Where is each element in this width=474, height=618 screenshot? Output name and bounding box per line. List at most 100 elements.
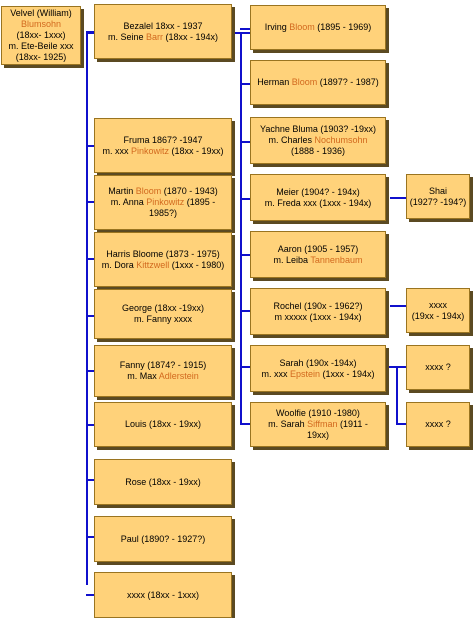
connector-root — [86, 32, 94, 34]
connector-meier — [390, 197, 406, 199]
connector-sarah — [386, 366, 396, 368]
connector-child-3 — [86, 258, 94, 260]
child-person-box[interactable]: George (18xx -19xx)m. Fanny xxxx — [94, 289, 232, 339]
great-grandchild-person-box[interactable]: xxxx ? — [406, 345, 470, 390]
connector-child-9 — [86, 594, 94, 596]
connector-grandchild-6 — [240, 366, 250, 368]
child-person-box[interactable]: Paul (1890? - 1927?) — [94, 516, 232, 562]
person-text: Harris Bloome (1873 - 1975) — [106, 248, 220, 259]
person-text: Meier (1904? - 194x) — [276, 186, 360, 197]
person-text: m. Anna — [110, 197, 147, 207]
person-text-line: George (18xx -19xx) — [122, 303, 204, 314]
person-text: (1888 - 1936) — [290, 146, 346, 156]
surname-highlight: Siffman — [307, 419, 338, 429]
person-text: 19xx) — [306, 430, 329, 440]
person-text-line: (18xx- 1xxx) — [16, 30, 65, 41]
person-text: Bezalel 18xx - 1937 — [123, 20, 203, 31]
person-text: (18xx- 1xxx) — [16, 30, 66, 40]
person-text-line: Fanny (1874? - 1915) — [120, 360, 207, 371]
person-text-line: Martin Bloom (1870 - 1943) — [108, 186, 218, 197]
grandchild-person-box[interactable]: Woolfie (1910 -1980)m. Sarah Siffman (19… — [250, 402, 386, 447]
person-text-line: m. Dora Kittzwell (1xxx - 1980) — [102, 260, 225, 271]
person-text-line: (1888 - 1936) — [291, 146, 345, 157]
person-text-line: Louis (18xx - 19xx) — [125, 419, 201, 430]
great-grandchild-person-box[interactable]: Shai(1927? -194?) — [406, 174, 470, 219]
great-grandchild-person-box[interactable]: xxxx ? — [406, 402, 470, 447]
surname-highlight: Adlerstein — [158, 371, 199, 381]
person-text: Herman — [257, 77, 292, 87]
person-text: m. Fanny xxxx — [133, 314, 192, 324]
person-text: m. Charles — [268, 135, 315, 145]
child-person-box[interactable]: Harris Bloome (1873 - 1975)m. Dora Kittz… — [94, 232, 232, 287]
trunk-children — [86, 32, 88, 585]
person-text: Paul (1890? - 1927?) — [120, 533, 206, 544]
grandchild-person-box[interactable]: Rochel (190x - 1962?)m xxxxx (1xxx - 194… — [250, 288, 386, 335]
trunk-sarah — [396, 366, 398, 424]
grandchild-person-box[interactable]: Sarah (190x -194x)m. xxx Epstein (1xxx -… — [250, 345, 386, 392]
grandchild-person-box[interactable]: Irving Bloom (1895 - 1969) — [250, 5, 386, 50]
child-person-box[interactable]: xxxx (18xx - 1xxx) — [94, 572, 232, 618]
person-text-line: Fruma 1867? -1947 — [123, 135, 202, 146]
person-text-line: Shai — [429, 186, 447, 197]
person-text-line: Woolfie (1910 -1980) — [276, 408, 360, 419]
child-person-box[interactable]: Louis (18xx - 19xx) — [94, 402, 232, 447]
connector-grandchild-4 — [240, 254, 250, 256]
person-text-line: Sarah (190x -194x) — [279, 358, 356, 369]
connector-grandchild-5 — [240, 310, 250, 312]
connector-grandchild-2 — [240, 141, 250, 143]
child-person-box[interactable]: Fanny (1874? - 1915)m. Max Adlerstein — [94, 345, 232, 397]
person-text: m. Max — [127, 371, 159, 381]
person-text: m. Sarah — [268, 419, 308, 429]
person-text: Aaron (1905 - 1957) — [277, 243, 359, 254]
grandchild-person-box[interactable]: Aaron (1905 - 1957)m. Leiba Tannenbaum — [250, 231, 386, 278]
person-text-line: Rochel (190x - 1962?) — [273, 301, 362, 312]
grandchild-person-box[interactable]: Meier (1904? - 194x)m. Freda xxx (1xxx -… — [250, 174, 386, 221]
connector-grandchild-3 — [240, 198, 250, 200]
person-text: xxxx — [429, 299, 447, 310]
connector-child-5 — [86, 370, 94, 372]
person-text-line: Herman Bloom (1897? - 1987) — [257, 77, 379, 88]
person-text-line: (1927? -194?) — [410, 197, 467, 208]
person-text-line: Paul (1890? - 1927?) — [121, 534, 206, 545]
person-text: m. xxx — [261, 368, 290, 379]
person-text: Fanny (1874? - 1915) — [119, 360, 207, 370]
person-text: xxxx ? — [425, 419, 451, 429]
surname-highlight: Nochumsohn — [314, 135, 368, 145]
person-text: m. Dora — [101, 259, 137, 270]
person-text-line: 19xx) — [307, 430, 329, 441]
grandchild-person-box[interactable]: Herman Bloom (1897? - 1987) — [250, 60, 386, 105]
child-person-box[interactable]: Rose (18xx - 19xx) — [94, 459, 232, 505]
person-text-line: m. Charles Nochumsohn — [268, 135, 367, 146]
surname-highlight: Epstein — [289, 368, 320, 379]
person-text: xxxx ? — [425, 362, 451, 372]
surname-highlight: Bloom — [135, 186, 162, 196]
surname-highlight: Blumsohn — [20, 19, 62, 29]
person-text-line: m xxxxx (1xxx - 194x) — [274, 312, 361, 323]
person-text-line: xxxx (18xx - 1xxx) — [127, 590, 199, 601]
person-text: (1895 - — [184, 197, 216, 207]
great-grandchild-person-box[interactable]: xxxx(19xx - 194x) — [406, 288, 470, 333]
person-text: m. Seine — [107, 31, 146, 42]
grandchild-person-box[interactable]: Yachne Bluma (1903? -19xx)m. Charles Noc… — [250, 117, 386, 164]
person-text: Irving — [264, 22, 290, 32]
person-text: George (18xx -19xx) — [121, 303, 205, 313]
surname-highlight: Bloom — [289, 22, 315, 32]
person-text: (1927? -194?) — [409, 196, 467, 207]
person-text-line: xxxx ? — [425, 362, 451, 373]
surname-highlight: Pinkowitz — [130, 145, 169, 156]
person-text: (1897? - 1987) — [317, 77, 379, 87]
person-text-line: m. Max Adlerstein — [127, 371, 199, 382]
person-text-line: m. Anna Pinkowitz (1895 - — [111, 197, 216, 208]
person-text-line: Bezalel 18xx - 1937 — [123, 21, 202, 32]
root-person-box[interactable]: Velvel (William)Blumsohn(18xx- 1xxx)m. E… — [1, 6, 81, 65]
person-text: (1911 - — [337, 419, 368, 429]
person-text-line: m. xxx Epstein (1xxx - 194x) — [261, 369, 374, 380]
child-person-box[interactable]: Martin Bloom (1870 - 1943)m. Anna Pinkow… — [94, 175, 232, 230]
connector-sarah-2 — [396, 423, 406, 425]
person-text: Velvel (William) — [10, 8, 72, 18]
connector-child-4 — [86, 315, 94, 317]
person-text-line: m. Seine Barr (18xx - 194x) — [108, 32, 218, 43]
person-text-line: xxxx — [429, 300, 447, 311]
